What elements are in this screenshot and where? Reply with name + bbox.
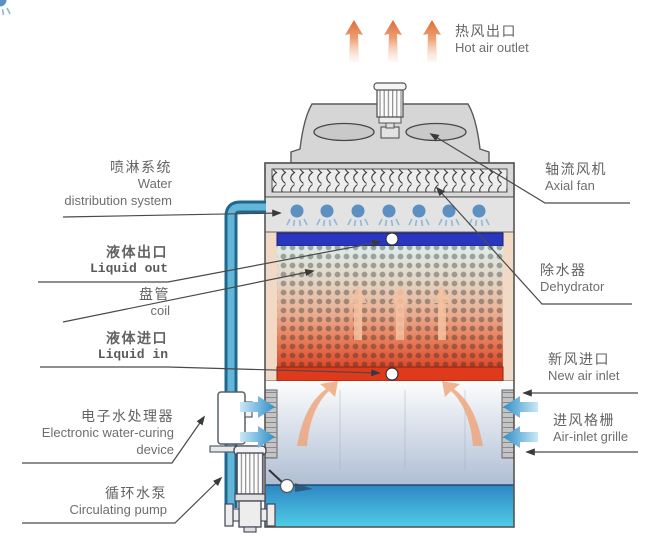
air-inlet-arrow-icon <box>503 396 538 418</box>
heat-arrow-icon <box>433 285 451 340</box>
label-hot-air-outlet-cn: 热风出口 <box>455 23 517 39</box>
label-device-en2: device <box>136 442 174 458</box>
airflow-arrow-left-icon <box>297 381 338 446</box>
label-water-distribution-en1: Water <box>137 176 172 192</box>
float-ball-icon <box>279 478 295 494</box>
label-hot-air-outlet: 热风出口 Hot air outlet <box>455 22 575 57</box>
hot-air-arrow-icon <box>423 20 441 62</box>
water-basin <box>265 485 514 527</box>
circulating-pump <box>224 445 276 533</box>
pump-motor-icon <box>236 452 264 495</box>
fan-blade-left <box>313 122 375 142</box>
label-coil: 盘管 coil <box>20 285 170 320</box>
tower-outline <box>264 162 515 528</box>
label-device-cn: 电子水处理器 <box>81 408 174 424</box>
float-shadow <box>295 483 313 492</box>
label-pump-cn: 循环水泵 <box>105 485 167 501</box>
device-body <box>217 391 246 445</box>
air-inlet-arrow-icon <box>240 396 275 418</box>
fan-housing <box>290 82 490 164</box>
label-liquid-out-cn: 液体出口 <box>106 244 168 260</box>
label-water-distribution-cn: 喷淋系统 <box>110 159 172 175</box>
leader-coil <box>62 269 315 323</box>
label-coil-cn: 盘管 <box>139 286 170 302</box>
leader-pump <box>22 476 223 524</box>
air-inlet-arrow-icon <box>503 426 538 448</box>
label-water-distribution-system: 喷淋系统 Water distribution system <box>18 158 172 210</box>
heat-arrow-icon <box>391 285 409 340</box>
hot-air-arrow-icon <box>345 20 363 62</box>
airflow-arrow-right-icon <box>442 381 483 446</box>
label-new-air-inlet-en: New air inlet <box>548 368 620 384</box>
label-device-en1: Electronic water-curing <box>41 425 174 441</box>
leader-liquid-in <box>40 366 381 377</box>
label-hot-air-outlet-en: Hot air outlet <box>455 40 529 56</box>
fan-motor-icon <box>376 87 404 118</box>
label-electronic-water-curing-device: 电子水处理器 Electronic water-curing device <box>14 407 174 459</box>
label-new-air-inlet-cn: 新风进口 <box>548 351 610 367</box>
liquid-out-port <box>385 232 399 246</box>
label-air-inlet-grille-cn: 进风格栅 <box>553 412 615 428</box>
label-dehydrator-en: Dehydrator <box>540 279 605 295</box>
tower-body <box>0 0 515 528</box>
circulation-pipe <box>224 200 266 508</box>
leader-water-distribution <box>62 209 282 218</box>
label-air-inlet-grille-en: Air-inlet grille <box>553 429 629 445</box>
pump-outlet <box>243 526 257 533</box>
motor-cap <box>373 82 407 91</box>
label-water-distribution-en2: distribution system <box>64 193 172 209</box>
label-air-inlet-grille: 进风格栅 Air-inlet grille <box>553 411 665 446</box>
liquid-in-port <box>385 367 399 381</box>
grille-louvers-right <box>502 390 514 458</box>
pump-stub-right <box>260 508 268 522</box>
coil-tubes-pattern <box>277 246 503 367</box>
pump-stub-left <box>232 508 240 522</box>
hot-air-arrows <box>345 20 441 62</box>
label-circulating-pump: 循环水泵 Circulating pump <box>14 484 167 519</box>
hot-air-arrow-icon <box>384 20 402 62</box>
pump-flange-left <box>224 503 234 527</box>
leader-axial-fan <box>429 133 630 204</box>
pump-flange-right <box>266 503 276 527</box>
label-liquid-in-en: Liquid in <box>97 347 168 363</box>
label-dehydrator-cn: 除水器 <box>540 262 587 278</box>
pump-neck-flange <box>234 493 266 502</box>
fan-hub <box>380 126 400 139</box>
label-liquid-in: 液体进口 Liquid in <box>20 329 168 364</box>
label-axial-fan: 轴流风机 Axial fan <box>545 160 657 195</box>
air-inlet-arrows <box>240 396 538 448</box>
label-coil-en: coil <box>150 303 170 319</box>
leader-dehydrator <box>435 186 632 305</box>
spray-nozzle-icon <box>0 0 11 16</box>
fan-blade-right <box>405 122 467 142</box>
label-liquid-out: 液体出口 Liquid out <box>20 243 168 278</box>
label-liquid-in-cn: 液体进口 <box>106 330 168 346</box>
grille-louvers-left <box>265 390 277 458</box>
heat-arrow-icon <box>349 285 367 340</box>
pump-body <box>238 500 262 528</box>
pipe-inner <box>227 203 266 508</box>
label-liquid-out-en: Liquid out <box>89 261 168 277</box>
leader-lines <box>22 133 638 524</box>
air-inlet-arrow-icon <box>240 426 275 448</box>
leader-liquid-out <box>38 239 382 283</box>
electronic-water-curing-device <box>209 391 254 453</box>
label-axial-fan-cn: 轴流风机 <box>545 161 607 177</box>
label-pump-en: Circulating pump <box>69 502 167 518</box>
leader-device <box>22 415 206 464</box>
label-new-air-inlet: 新风进口 New air inlet <box>548 350 663 385</box>
label-axial-fan-en: Axial fan <box>545 178 595 194</box>
label-dehydrator: 除水器 Dehydrator <box>540 261 655 296</box>
dehydrator-waves-icon <box>272 169 507 192</box>
